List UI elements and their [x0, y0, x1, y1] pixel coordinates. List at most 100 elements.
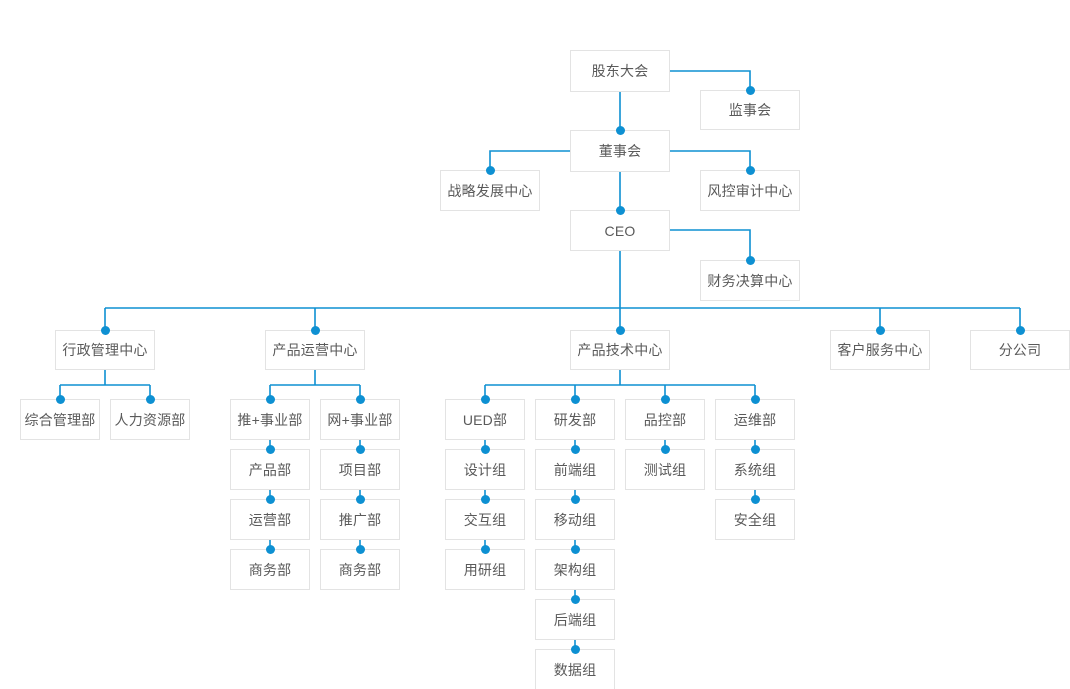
node-label: 后端组	[553, 611, 597, 628]
node-branch-company[interactable]: 分公司	[970, 330, 1070, 370]
connector-dot-project-dept	[355, 444, 365, 454]
node-project-dept[interactable]: 项目部	[320, 449, 400, 490]
node-label: 风控审计中心	[707, 182, 793, 199]
node-label: 财务决算中心	[707, 272, 793, 289]
connector-dot-branch-company	[1015, 325, 1025, 335]
node-label: 商务部	[248, 561, 292, 578]
connector-dot-biz-dept-tui	[265, 544, 275, 554]
node-shareholders-meeting[interactable]: 股东大会	[570, 50, 670, 92]
connector-dot-customer-service	[875, 325, 885, 335]
node-architecture-group[interactable]: 架构组	[535, 549, 615, 590]
node-label: 推广部	[338, 511, 382, 528]
node-ceo[interactable]: CEO	[570, 210, 670, 251]
node-label: 项目部	[338, 461, 382, 478]
node-test-group[interactable]: 测试组	[625, 449, 705, 490]
node-interaction-group[interactable]: 交互组	[445, 499, 525, 540]
node-label: 人力资源部	[114, 411, 186, 428]
connector-dot-test-group	[660, 444, 670, 454]
connector-dot-rd-dept	[570, 394, 580, 404]
connector-dot-admin-center	[100, 325, 110, 335]
node-finance-settlement-center[interactable]: 财务决算中心	[700, 260, 800, 301]
connector-dot-general-admin	[55, 394, 65, 404]
node-business-dept-wang[interactable]: 商务部	[320, 549, 400, 590]
connector-dot-supervisory	[745, 85, 755, 95]
node-label: 数据组	[553, 661, 597, 678]
node-label: 运维部	[733, 411, 777, 428]
edge-board-strategy	[489, 150, 570, 170]
node-product-operations-center[interactable]: 产品运营中心	[265, 330, 365, 370]
node-label: 品控部	[643, 411, 687, 428]
connector-dot-mobile-group	[570, 494, 580, 504]
node-label: 前端组	[553, 461, 597, 478]
edge-shareholders-supervisory	[670, 70, 751, 90]
connector-dot-arch-group	[570, 544, 580, 554]
node-label: 行政管理中心	[62, 342, 148, 358]
node-label: CEO	[604, 222, 636, 239]
node-label: 移动组	[553, 511, 597, 528]
node-label: 产品技术中心	[577, 342, 663, 358]
node-quality-control-dept[interactable]: 品控部	[625, 399, 705, 440]
node-operations-dept[interactable]: 运营部	[230, 499, 310, 540]
edge-ceo-finance	[670, 229, 751, 260]
node-label: 交互组	[463, 511, 507, 528]
node-wang-plus-business-unit[interactable]: 网+事业部	[320, 399, 400, 440]
node-user-research-group[interactable]: 用研组	[445, 549, 525, 590]
node-label: 商务部	[338, 561, 382, 578]
connector-dot-backend-group	[570, 594, 580, 604]
node-promotion-dept[interactable]: 推广部	[320, 499, 400, 540]
node-business-dept-tui[interactable]: 商务部	[230, 549, 310, 590]
node-admin-management-center[interactable]: 行政管理中心	[55, 330, 155, 370]
connector-dot-product-tech-center	[615, 325, 625, 335]
node-label: 系统组	[733, 461, 777, 478]
connector-dot-interaction-group	[480, 494, 490, 504]
connector-dot-ued-dept	[480, 394, 490, 404]
node-label: 客户服务中心	[837, 342, 923, 358]
node-frontend-group[interactable]: 前端组	[535, 449, 615, 490]
node-research-development-dept[interactable]: 研发部	[535, 399, 615, 440]
node-label: 架构组	[553, 561, 597, 578]
node-design-group[interactable]: 设计组	[445, 449, 525, 490]
node-label: 董事会	[598, 143, 642, 159]
node-label: 产品运营中心	[272, 342, 358, 358]
node-label: 运营部	[248, 511, 292, 528]
node-product-technology-center[interactable]: 产品技术中心	[570, 330, 670, 370]
node-label: 监事会	[728, 102, 772, 118]
node-mobile-group[interactable]: 移动组	[535, 499, 615, 540]
node-backend-group[interactable]: 后端组	[535, 599, 615, 640]
connector-dot-devops-dept	[750, 394, 760, 404]
node-label: 研发部	[553, 411, 597, 428]
node-operations-maintenance-dept[interactable]: 运维部	[715, 399, 795, 440]
node-board-of-directors[interactable]: 董事会	[570, 130, 670, 172]
node-human-resources-dept[interactable]: 人力资源部	[110, 399, 190, 440]
connector-dot-hr	[145, 394, 155, 404]
connector-dot-finance	[745, 255, 755, 265]
node-label: 推+事业部	[237, 411, 303, 428]
node-data-group[interactable]: 数据组	[535, 649, 615, 689]
node-label: 分公司	[998, 342, 1042, 358]
connector-dot-security-group	[750, 494, 760, 504]
node-security-group[interactable]: 安全组	[715, 499, 795, 540]
connector-dot-data-group	[570, 644, 580, 654]
node-risk-audit-center[interactable]: 风控审计中心	[700, 170, 800, 211]
node-ued-dept[interactable]: UED部	[445, 399, 525, 440]
connector-dot-product-dept	[265, 444, 275, 454]
connector-dot-wang-bu	[355, 394, 365, 404]
node-label: 股东大会	[591, 63, 649, 79]
node-general-administration-dept[interactable]: 综合管理部	[20, 399, 100, 440]
edge-board-riskaudit	[670, 150, 751, 170]
node-label: 用研组	[463, 561, 507, 578]
node-label: 设计组	[463, 461, 507, 478]
connector-dot-board	[615, 125, 625, 135]
node-label: 安全组	[733, 511, 777, 528]
connector-dot-promo-dept	[355, 494, 365, 504]
node-tui-plus-business-unit[interactable]: 推+事业部	[230, 399, 310, 440]
node-product-dept[interactable]: 产品部	[230, 449, 310, 490]
connector-dot-biz-dept-wang	[355, 544, 365, 554]
node-label: 网+事业部	[327, 411, 393, 428]
node-customer-service-center[interactable]: 客户服务中心	[830, 330, 930, 370]
node-strategy-development-center[interactable]: 战略发展中心	[440, 170, 540, 211]
node-system-group[interactable]: 系统组	[715, 449, 795, 490]
node-supervisory-board[interactable]: 监事会	[700, 90, 800, 130]
connector-dot-ops-dept	[265, 494, 275, 504]
node-label: UED部	[462, 411, 508, 428]
